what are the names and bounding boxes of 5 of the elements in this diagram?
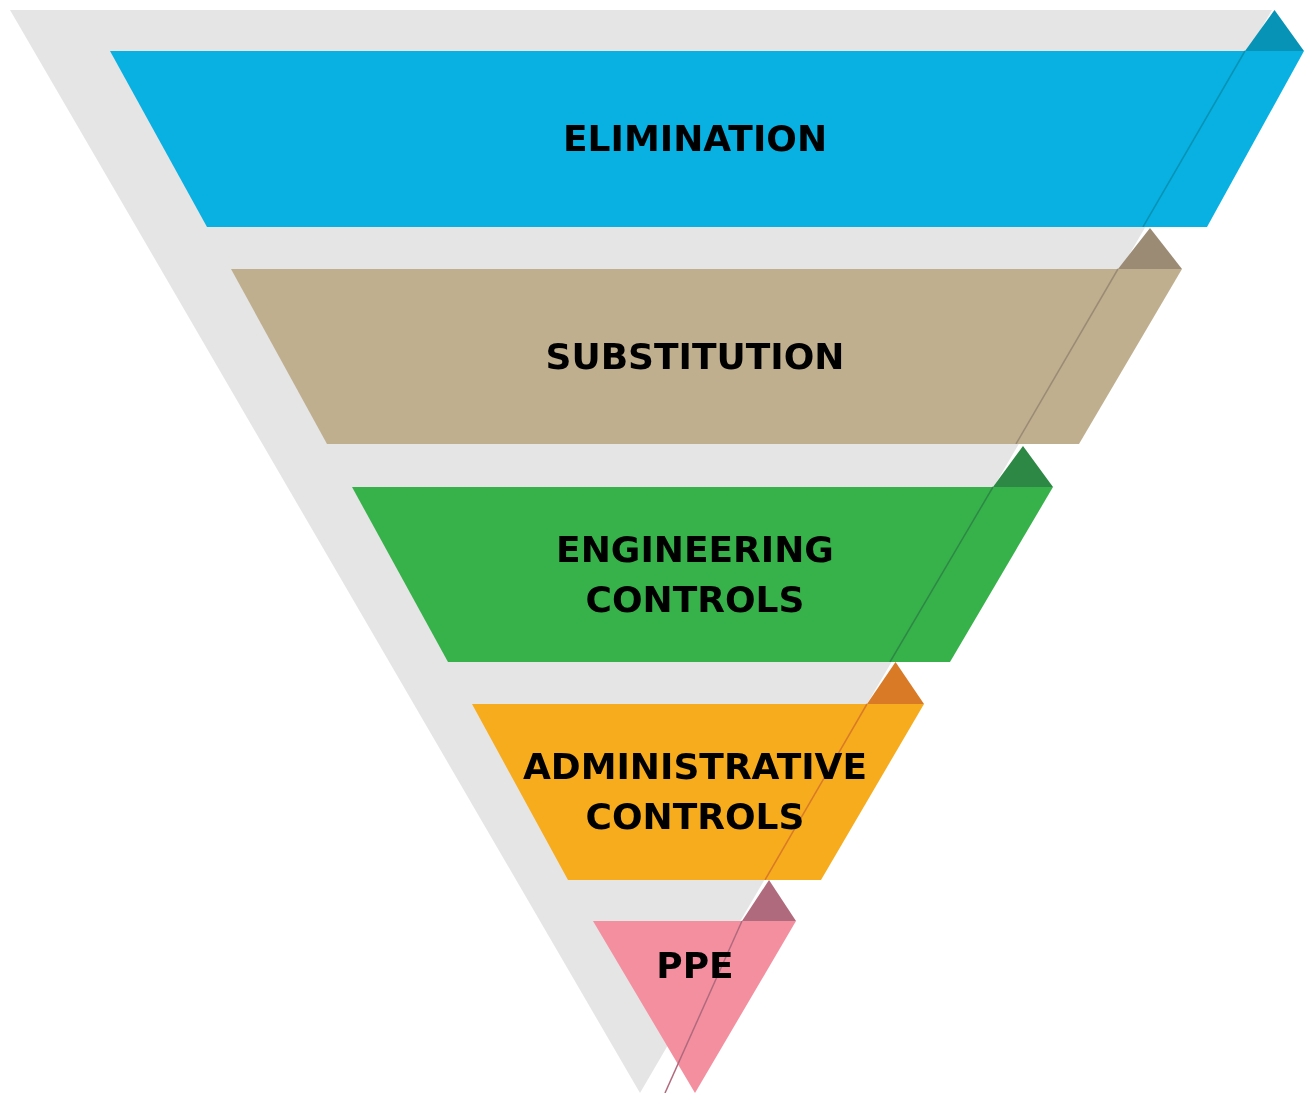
tier-label: PPE (655, 944, 735, 988)
tier-label: ADMINISTRATIVE CONTROLS (521, 745, 869, 839)
tier-label: SUBSTITUTION (544, 334, 846, 379)
tier-label: ENGINEERING CONTROLS (555, 527, 835, 622)
tier-label: ELIMINATION (562, 117, 828, 161)
